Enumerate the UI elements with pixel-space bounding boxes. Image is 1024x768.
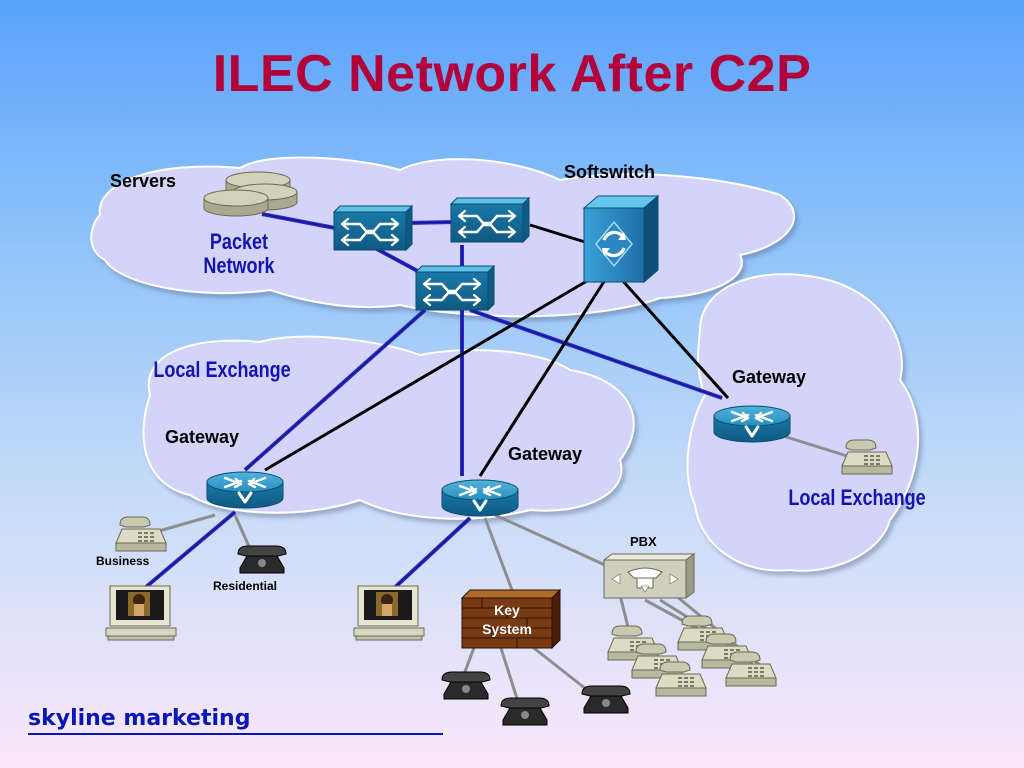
key-system-label-line1: Key <box>494 602 520 618</box>
telephone-icon <box>581 685 631 714</box>
telephone-icon <box>655 661 707 697</box>
gateway-icon <box>205 470 285 510</box>
packet-network-label-line2: Network <box>203 254 275 278</box>
softswitch-label: Softswitch <box>564 162 655 182</box>
router-icon <box>332 204 414 252</box>
brand-name: skyline marketing <box>28 706 251 731</box>
gateway-label-right: Gateway <box>732 367 806 387</box>
telephone-icon <box>441 671 491 700</box>
telephone-icon <box>677 615 729 651</box>
pbx-icon <box>602 553 696 599</box>
gateway-label-left: Gateway <box>165 427 239 447</box>
local-exchange-label-right: Local Exchange <box>788 486 925 510</box>
pbx-label: PBX <box>630 534 657 549</box>
brand-underline <box>28 733 443 735</box>
telephone-icon <box>607 625 659 661</box>
gateway-icon <box>440 478 520 518</box>
local-exchange-label-left: Local Exchange <box>153 358 290 382</box>
gateway-label-middle: Gateway <box>508 444 582 464</box>
slide-title: ILEC Network After C2P <box>212 45 812 103</box>
key-system-label-line2: System <box>482 621 532 637</box>
telephone-icon <box>237 545 287 574</box>
router-icon <box>414 264 496 312</box>
gateway-icon <box>712 404 792 444</box>
key-system-icon <box>460 588 562 650</box>
telephone-icon <box>500 697 550 726</box>
computer-icon <box>105 585 177 641</box>
telephone-icon <box>631 643 683 679</box>
telephone-icon <box>701 633 753 669</box>
softswitch-icon <box>582 194 660 284</box>
residential-label: Residential <box>213 579 277 593</box>
telephone-icon <box>115 516 167 552</box>
business-label: Business <box>96 554 150 568</box>
telephone-icon <box>725 651 777 687</box>
local-exchange-cloud-right <box>686 273 920 572</box>
computer-icon <box>353 585 425 641</box>
packet-network-label-line1: Packet <box>210 230 268 254</box>
router-icon <box>449 196 531 244</box>
servers-label: Servers <box>110 171 176 191</box>
